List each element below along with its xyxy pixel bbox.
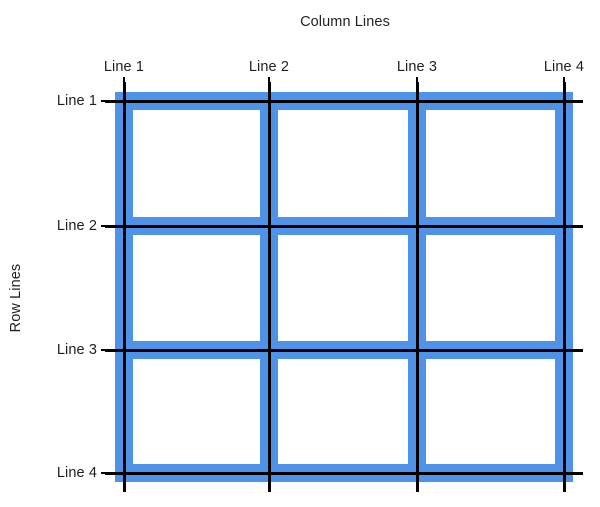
row-gridline-2	[105, 224, 583, 228]
column-gridline-3	[415, 82, 419, 492]
column-line-leader-2	[268, 77, 270, 94]
column-line-label-3: Line 3	[396, 59, 437, 75]
column-lines-title: Column Lines	[300, 14, 390, 30]
row-line-leader-4	[101, 472, 117, 474]
grid-cell	[426, 110, 555, 217]
column-line-leader-1	[123, 77, 125, 94]
row-line-label-4: Line 4	[56, 465, 97, 481]
row-gridline-4	[105, 471, 583, 475]
grid-cell	[278, 235, 408, 341]
column-line-label-4: Line 4	[543, 59, 584, 75]
column-line-leader-4	[563, 77, 565, 94]
row-lines-title: Row Lines	[8, 263, 24, 333]
grid-cell	[278, 359, 408, 464]
column-gridline-4	[562, 82, 566, 492]
grid-cell	[278, 110, 408, 217]
row-gridline-3	[105, 348, 583, 352]
column-line-label-1: Line 1	[103, 59, 144, 75]
row-line-leader-1	[101, 100, 117, 102]
row-gridline-1	[105, 99, 583, 103]
grid-cell	[426, 235, 555, 341]
grid-cell	[426, 359, 555, 464]
row-line-label-2: Line 2	[56, 218, 97, 234]
column-gridline-1	[122, 82, 126, 492]
grid-cell	[133, 110, 260, 217]
column-line-label-2: Line 2	[248, 59, 289, 75]
grid-cell	[133, 359, 260, 464]
grid-cell	[133, 235, 260, 341]
row-line-leader-3	[101, 349, 117, 351]
row-line-leader-2	[101, 225, 117, 227]
row-line-label-3: Line 3	[56, 342, 97, 358]
column-gridline-2	[267, 82, 271, 492]
column-line-leader-3	[416, 77, 418, 94]
row-line-label-1: Line 1	[56, 93, 97, 109]
